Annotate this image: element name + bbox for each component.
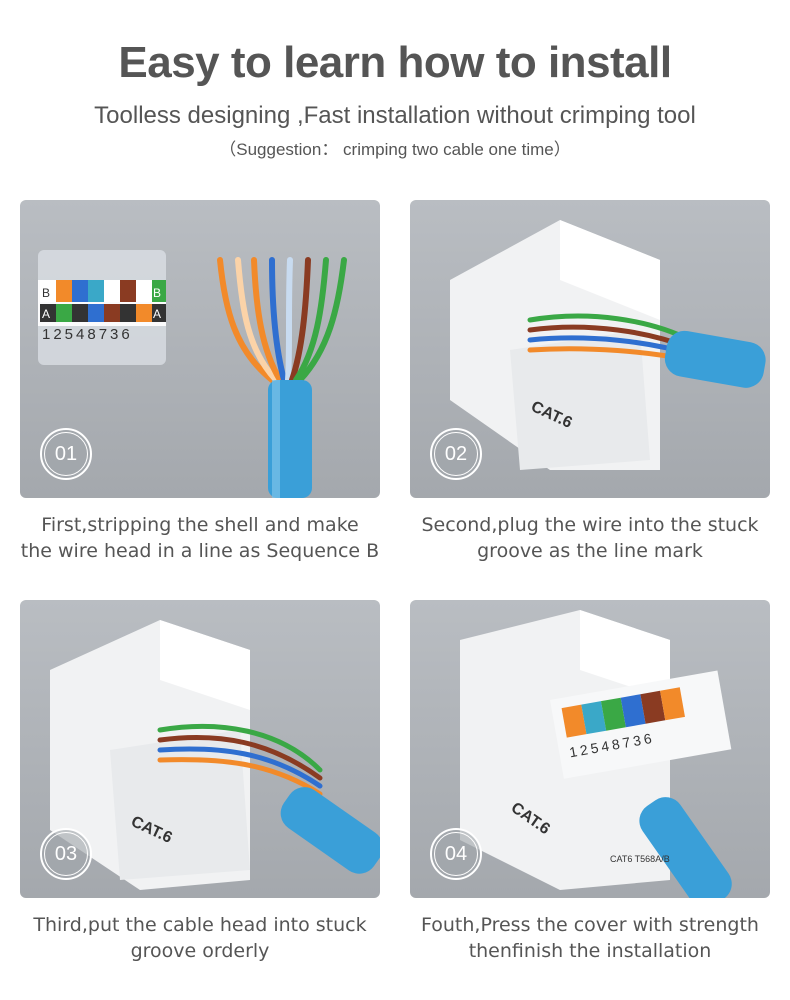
- suggestion-note: （Suggestion： crimping two cable one time…: [219, 140, 571, 159]
- step-3-image: CAT.6 03: [20, 600, 380, 898]
- caption-line: the wire head in a line as Sequence B: [20, 540, 380, 562]
- label-a-left: A: [42, 307, 50, 321]
- step-4-image: 12548736 CAT.6 CAT6 T568A/B 04: [410, 600, 770, 898]
- step-2-badge: 02: [430, 428, 482, 480]
- caption-line: groove orderly: [130, 940, 270, 962]
- step-1-image: B A B A 12548736 01: [20, 200, 380, 498]
- step-1-illustration: B A B A 12548736: [38, 250, 347, 498]
- step-3-illustration: CAT.6: [50, 620, 380, 890]
- step-4-caption: Fouth,Press the cover with strength then…: [395, 912, 785, 964]
- step-2-image: CAT.6 02: [410, 200, 770, 498]
- step-3-badge: 03: [40, 828, 92, 880]
- step-4-number: 04: [434, 832, 478, 876]
- step-2-caption: Second,plug the wire into the stuck groo…: [395, 512, 785, 564]
- page-title: Easy to learn how to install: [118, 38, 672, 87]
- label-b-left: B: [42, 286, 50, 300]
- step-2-number: 02: [434, 432, 478, 476]
- step-4-illustration: 12548736 CAT.6 CAT6 T568A/B: [460, 610, 732, 898]
- page-subtitle: Toolless designing ,Fast installation wi…: [94, 102, 696, 129]
- pin-sequence: 12548736: [42, 326, 133, 343]
- caption-line: Second,plug the wire into the stuck: [421, 514, 759, 536]
- step-1-caption: First,stripping the shell and make the w…: [5, 512, 395, 564]
- label-a-right: A: [153, 307, 161, 321]
- label-b-right: B: [153, 286, 161, 300]
- caption-line: Fouth,Press the cover with strength: [421, 914, 759, 936]
- step-2-illustration: CAT.6: [450, 220, 766, 470]
- step-3-caption: Third,put the cable head into stuck groo…: [5, 912, 395, 964]
- caption-line: groove as the line mark: [477, 540, 703, 562]
- caption-line: First,stripping the shell and make: [41, 514, 359, 536]
- step-3-number: 03: [44, 832, 88, 876]
- step-4-badge: 04: [430, 828, 482, 880]
- model-label: CAT6 T568A/B: [610, 854, 670, 864]
- caption-line: thenfinish the installation: [468, 940, 712, 962]
- caption-line: Third,put the cable head into stuck: [33, 914, 367, 936]
- step-1-badge: 01: [40, 428, 92, 480]
- step-1-number: 01: [44, 432, 88, 476]
